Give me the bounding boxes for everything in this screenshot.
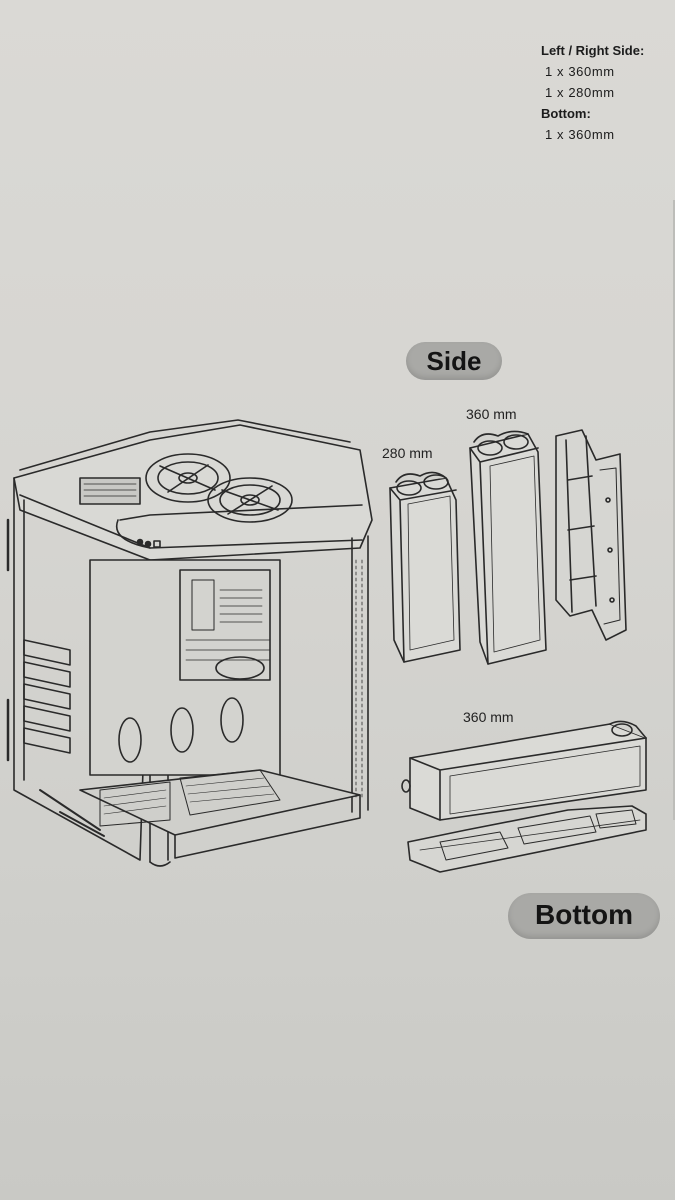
bottom-bracket-illustration (407, 805, 647, 873)
spec-value: 1 x 360mm (545, 64, 615, 79)
radiator-360-bottom-label: 360 mm (463, 709, 514, 725)
radiator-280-illustration (389, 471, 461, 663)
radiator-360-illustration (469, 430, 547, 665)
drive-bay-illustration (23, 639, 71, 754)
top-fan-illustration (145, 453, 293, 523)
section-bottom-badge: Bottom (508, 893, 660, 939)
bottom-radiator-illustration (401, 720, 647, 821)
radiator-support-spec: Left / Right Side: 1 x 360mm 1 x 280mm B… (541, 40, 675, 145)
spec-value: 1 x 360mm (545, 127, 615, 142)
radiator-280-label: 280 mm (382, 445, 433, 461)
spec-heading-left-right: Left / Right Side: (541, 43, 645, 58)
side-bracket-illustration (555, 429, 627, 641)
spec-heading-bottom: Bottom: (541, 106, 591, 121)
radiator-360-side-label: 360 mm (466, 406, 517, 422)
spec-value: 1 x 280mm (545, 85, 615, 100)
pc-case-illustration (6, 419, 373, 867)
page-edge (673, 200, 675, 820)
section-side-badge: Side (406, 342, 502, 380)
